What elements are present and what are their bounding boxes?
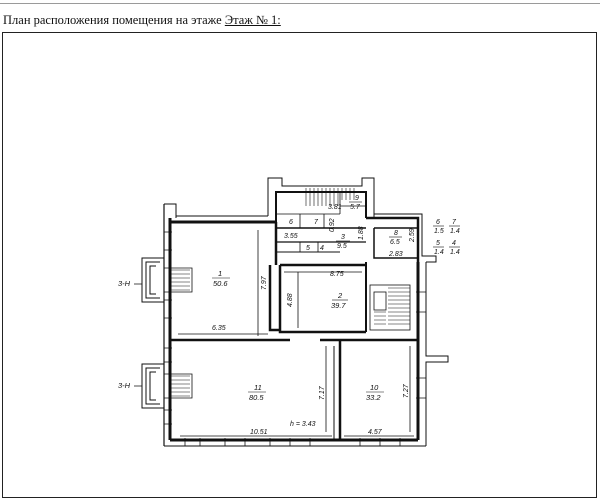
room-9: 9 5.7 <box>349 195 362 211</box>
dim-10-51: 10.51 <box>250 429 268 436</box>
room-1-number: 1 <box>218 269 222 278</box>
dim-7-17: 7.17 <box>319 385 326 400</box>
interior-walls <box>170 192 418 440</box>
ceiling-height: h = 3.43 <box>290 421 316 428</box>
room-11: 11 80.5 <box>248 383 266 402</box>
dimension-lines <box>178 230 414 437</box>
room-2: 2 39.7 <box>331 291 348 310</box>
dim-7-27: 7.27 <box>403 383 410 398</box>
dim-2-83: 2.83 <box>388 251 403 258</box>
dim-3-81: 3.81 <box>328 204 342 211</box>
dim-1-88: 1.88 <box>358 226 365 240</box>
room-5-number: 5 <box>306 245 310 252</box>
dim-4-57: 4.57 <box>368 429 383 436</box>
entrance-label-upper: 3-Н <box>118 279 131 288</box>
dim-7-97: 7.97 <box>261 275 268 290</box>
room-11-number: 11 <box>254 383 262 392</box>
inner-stairs <box>369 284 411 331</box>
left-windows <box>164 231 172 425</box>
entrance-pointer <box>134 283 142 387</box>
room-8: 8 6.5 <box>389 230 402 246</box>
room-9-area: 5.7 <box>350 204 361 211</box>
room-8-number: 8 <box>394 230 398 237</box>
dim-4-88: 4.88 <box>287 293 294 307</box>
room-3: 3 9.5 <box>336 234 350 250</box>
room-4-number: 4 <box>320 245 324 252</box>
dim-8-75: 8.75 <box>330 271 344 278</box>
room-2-number: 2 <box>337 291 343 300</box>
room-7-number: 7 <box>314 219 319 226</box>
dimension-labels: 7.97 6.35 8.75 4.88 3.81 3.55 0.92 1.88 … <box>212 204 416 436</box>
outer-walls <box>163 177 449 447</box>
side-room-7-number: 7 <box>452 219 457 226</box>
room-3-area: 9.5 <box>337 243 347 250</box>
tower-stairs <box>305 188 355 206</box>
room-10-number: 10 <box>370 383 379 392</box>
title-prefix: План расположения помещения на этаже <box>3 13 225 27</box>
room-8-area: 6.5 <box>390 239 400 246</box>
room-1-area: 50.6 <box>213 279 228 288</box>
bottom-windows <box>184 438 401 446</box>
floor-label: Этаж № 1: <box>224 13 281 27</box>
dim-0-92: 0.92 <box>329 218 336 232</box>
plan-frame <box>2 32 597 498</box>
room-6-number: 6 <box>289 219 293 226</box>
dim-2-59: 2.59 <box>409 228 416 243</box>
entrance-label-lower: 3-Н <box>118 381 131 390</box>
side-room-6-number: 6 <box>436 219 440 226</box>
dim-3-55: 3.55 <box>284 233 298 240</box>
room-2-area: 39.7 <box>331 301 346 310</box>
side-room-4-area: 1.4 <box>450 249 460 256</box>
side-room-5-area: 1.4 <box>434 249 444 256</box>
side-room-4-number: 4 <box>452 240 456 247</box>
side-labels: 6 1.5 7 1.4 5 1.4 4 1.4 <box>433 219 460 256</box>
page-header: План расположения помещения на этаже Эта… <box>0 0 600 34</box>
room-3-number: 3 <box>341 234 345 241</box>
entrance-porch-upper <box>141 257 193 303</box>
page-title: План расположения помещения на этаже Эта… <box>3 13 281 28</box>
room-11-area: 80.5 <box>249 393 264 402</box>
room-6: 6 <box>289 219 293 226</box>
dim-6-35: 6.35 <box>212 325 226 332</box>
room-9-number: 9 <box>355 195 359 202</box>
right-windows <box>416 291 426 399</box>
side-room-7-area: 1.4 <box>450 228 460 235</box>
top-rule <box>0 3 600 4</box>
side-room-5-number: 5 <box>436 240 440 247</box>
room-10-area: 33.2 <box>366 393 381 402</box>
room-7: 7 <box>314 219 319 226</box>
entrance-porch-lower <box>141 363 193 409</box>
side-room-6-area: 1.5 <box>434 228 444 235</box>
room-4-inner: 4 <box>320 245 324 252</box>
room-10: 10 33.2 <box>366 383 384 402</box>
room-1: 1 50.6 <box>212 269 230 288</box>
room-5: 5 <box>306 245 310 252</box>
